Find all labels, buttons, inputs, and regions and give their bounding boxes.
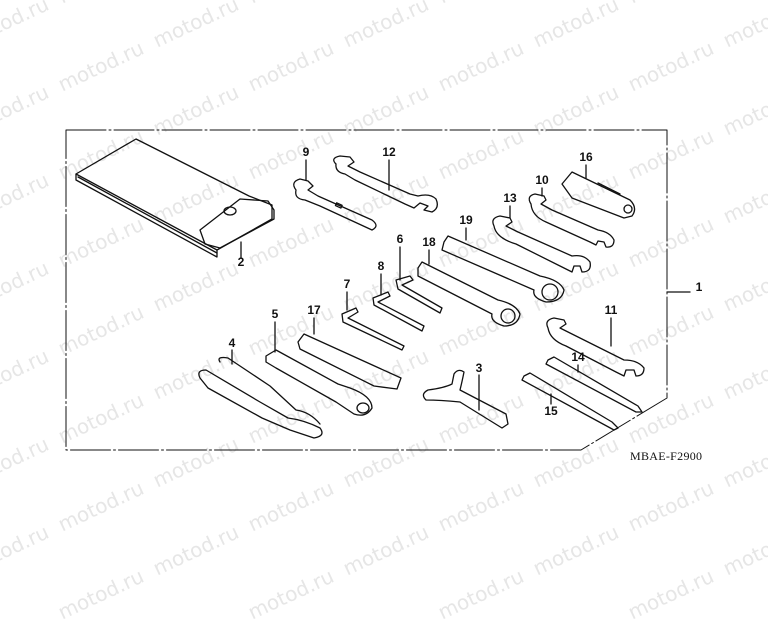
screwdriver-15 <box>521 372 619 431</box>
callout-3: 3 <box>475 361 483 375</box>
callout-7: 7 <box>343 277 351 291</box>
callout-10: 10 <box>535 173 549 187</box>
callout-5: 5 <box>271 307 279 321</box>
pliers-4 <box>198 349 323 439</box>
tool-bag <box>75 138 275 259</box>
hex-wrench-6 <box>395 246 443 314</box>
open-end-wrench-10 <box>528 187 615 248</box>
screwdriver-14 <box>545 356 643 413</box>
callout-17: 17 <box>307 303 321 317</box>
kit-frame <box>65 129 691 451</box>
open-end-wrench-9 <box>293 159 377 231</box>
open-end-wrench-13 <box>492 205 591 273</box>
box-wrench-19 <box>441 227 565 303</box>
callout-6: 6 <box>396 232 404 246</box>
open-end-wrench-11 <box>546 317 645 377</box>
callout-15: 15 <box>544 404 558 418</box>
pin-spanner-3 <box>422 369 509 429</box>
screwdriver-handle-16 <box>561 164 636 219</box>
callout-13: 13 <box>503 191 517 205</box>
callout-1: 1 <box>695 280 703 294</box>
hex-wrench-7 <box>341 291 405 351</box>
callout-4: 4 <box>228 336 236 350</box>
diagram-drawing <box>65 129 691 451</box>
hex-wrench-8 <box>372 273 425 332</box>
callout-11: 11 <box>604 303 618 317</box>
callout-2: 2 <box>237 255 245 269</box>
extension-bar-17 <box>297 317 402 390</box>
callout-14: 14 <box>571 350 585 364</box>
callout-19: 19 <box>459 213 473 227</box>
spark-plug-wrench-5 <box>265 321 373 416</box>
open-end-wrench-12 <box>333 155 438 213</box>
drawing-code: MBAE-F2900 <box>630 449 703 463</box>
callout-9: 9 <box>302 145 310 159</box>
callout-8: 8 <box>377 259 385 273</box>
callout-18: 18 <box>422 235 436 249</box>
box-wrench-18 <box>417 249 521 327</box>
callout-16: 16 <box>579 150 593 164</box>
callout-12: 12 <box>382 145 396 159</box>
